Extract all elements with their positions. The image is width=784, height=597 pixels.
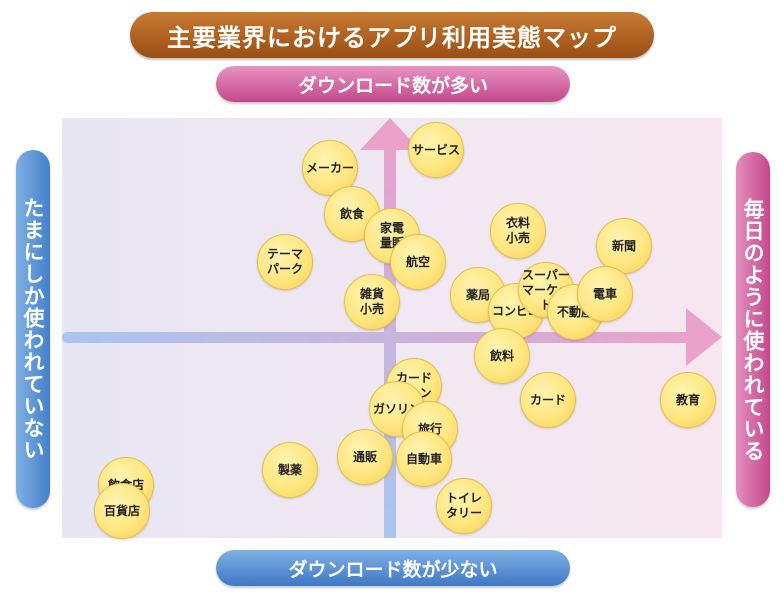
axis-label-left: たまにしか使われていない <box>16 150 50 508</box>
bubble-pharmaceutical: 製薬 <box>262 442 318 498</box>
bubble-food-beverage: 飲食 <box>324 186 380 242</box>
bubble-railway: 電車 <box>577 266 633 322</box>
axis-label-top: ダウンロード数が多い <box>216 66 570 102</box>
bubble-toiletry: トイレ タリー <box>436 478 492 534</box>
bubble-department-store: 百貨店 <box>94 483 150 539</box>
bubble-education: 教育 <box>660 372 716 428</box>
bubble-mail-order: 通販 <box>337 429 393 485</box>
vertical-axis-arrowhead <box>360 118 420 150</box>
bubble-beverage: 飲料 <box>474 328 530 384</box>
bubble-apparel-retail: 衣料 小売 <box>490 203 546 259</box>
bubble-theme-park: テーマ パーク <box>257 234 313 290</box>
horizontal-axis-bar <box>62 332 692 343</box>
bubble-aviation: 航空 <box>390 234 446 290</box>
map-title: 主要業界におけるアプリ利用実態マップ <box>130 12 654 58</box>
bubble-newspaper: 新聞 <box>596 218 652 274</box>
bubble-general-retail: 雑貨 小売 <box>344 274 400 330</box>
axis-label-right: 毎日のように使われている <box>736 152 770 507</box>
bubble-card: カード <box>520 372 576 428</box>
axis-label-bottom: ダウンロード数が少ない <box>216 550 570 586</box>
bubble-automobile: 自動車 <box>396 431 452 487</box>
horizontal-axis-arrowhead <box>686 308 722 366</box>
vertical-axis-bar <box>384 140 396 538</box>
bubble-service: サービス <box>408 122 464 178</box>
